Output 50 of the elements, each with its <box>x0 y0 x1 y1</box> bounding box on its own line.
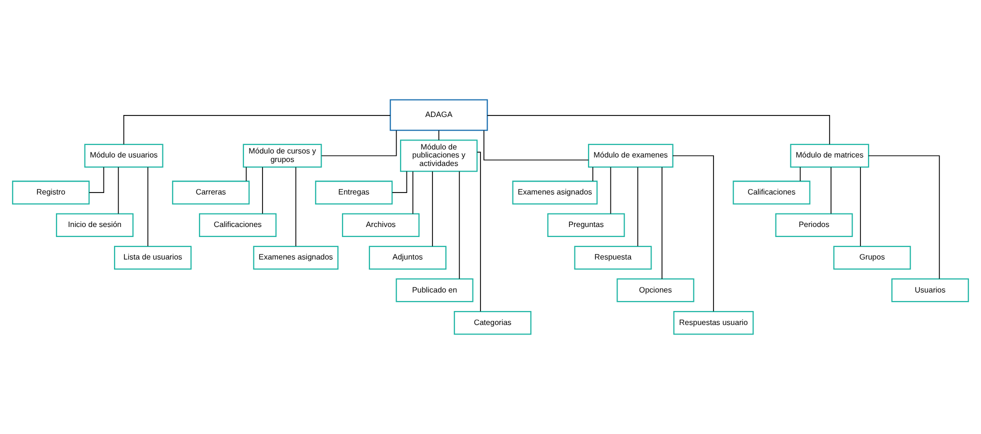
node-box: Usuarios <box>891 278 969 302</box>
connector <box>412 171 414 214</box>
node-box: Periodos <box>775 213 853 238</box>
connector <box>432 171 433 247</box>
node-box: Grupos <box>833 246 911 270</box>
connector <box>262 166 263 214</box>
node-box: Calificaciones <box>732 180 810 204</box>
node-box: Examenes asignados <box>512 180 598 204</box>
connector <box>118 166 119 214</box>
node-box: Archivos <box>342 213 420 238</box>
node-box: Registro <box>12 180 90 204</box>
node-box: Entregas <box>315 180 393 204</box>
node-box: Módulo de matrices <box>790 144 870 168</box>
node-box: Categorias <box>454 310 532 335</box>
connector <box>123 114 391 145</box>
connector <box>637 166 638 247</box>
node-box: Opciones <box>616 278 694 302</box>
node-box: Respuestas usuario <box>673 310 754 335</box>
connector <box>610 166 612 214</box>
node-box: Respuesta <box>574 246 652 270</box>
connector <box>88 166 104 193</box>
connector <box>246 166 247 182</box>
connector <box>592 166 594 182</box>
node-box: Módulo de cursos y grupos <box>242 144 322 168</box>
node-box: Inicio de sesión <box>56 213 134 238</box>
connector <box>321 130 397 156</box>
connector <box>476 152 481 312</box>
node-box: Módulo de publicaciones y actividades <box>400 140 478 172</box>
node-box: Carreras <box>172 180 250 204</box>
connector <box>672 155 714 312</box>
connector <box>868 155 940 280</box>
connector <box>483 130 589 160</box>
node-box: Calificaciones <box>198 213 277 238</box>
node-box: Módulo de examenes <box>588 144 674 168</box>
connector <box>860 166 861 247</box>
node-box: ADAGA <box>390 99 488 131</box>
node-box: Publicado en <box>396 278 474 302</box>
connector <box>438 130 440 140</box>
connector <box>458 171 460 280</box>
node-box: Examenes asignados <box>253 246 338 270</box>
node-box: Adjuntos <box>368 246 446 270</box>
node-box: Preguntas <box>547 213 625 238</box>
connector <box>392 170 408 193</box>
connector <box>295 166 296 247</box>
connector <box>147 166 148 247</box>
connector <box>830 166 832 214</box>
node-box: Módulo de usuarios <box>84 144 164 168</box>
connector <box>800 166 801 182</box>
node-box: Lista de usuarios <box>114 246 192 270</box>
connector <box>486 114 830 145</box>
